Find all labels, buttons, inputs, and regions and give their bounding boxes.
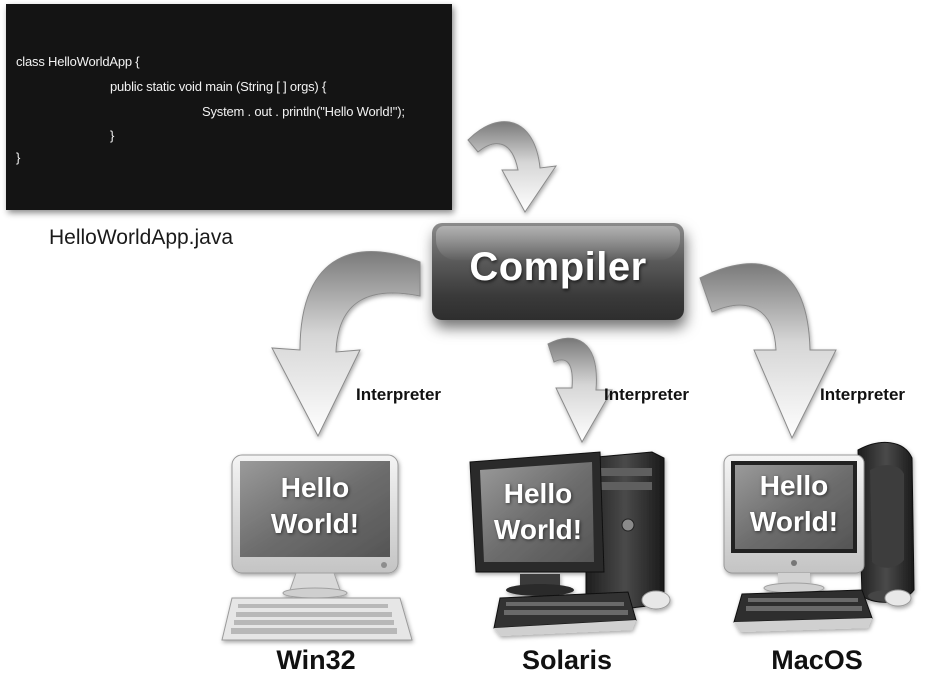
win32-screen-text: Hello World!: [240, 470, 390, 542]
screen-line-2: World!: [749, 506, 839, 537]
curved-arrow-icon: [467, 121, 558, 213]
compiler-shine: [436, 226, 680, 260]
compiler-box: Compiler: [432, 223, 684, 320]
win32-computer: [221, 454, 413, 641]
solaris-computer: [469, 451, 671, 636]
screen-line-2: World!: [270, 508, 360, 539]
platform-label-win32: Win32: [276, 645, 356, 675]
code-line-5: }: [16, 150, 21, 165]
screen-line-2: World!: [493, 514, 583, 545]
curved-arrow-icon: [271, 251, 421, 438]
code-line-4: }: [110, 128, 115, 143]
code-line-3: System . out . println("Hello World!");: [202, 104, 405, 119]
curved-arrow-icon: [699, 263, 837, 440]
curved-arrow-icon: [547, 337, 613, 444]
macos-screen-text: Hello World!: [735, 468, 853, 540]
mouse-icon: [884, 589, 912, 607]
platform-label-macos: MacOS: [771, 645, 863, 675]
solaris-screen-text: Hello World!: [482, 476, 594, 548]
screen-line-1: Hello: [759, 470, 829, 501]
source-filename: HelloWorldApp.java: [49, 226, 234, 249]
platform-label-solaris: Solaris: [521, 645, 613, 675]
interpreter-label-macos: Interpreter: [820, 385, 906, 404]
screen-line-1: Hello: [280, 472, 350, 503]
code-line-2: public static void main (String [ ] orgs…: [110, 79, 327, 94]
interpreter-label-win32: Interpreter: [356, 385, 442, 404]
mouse-icon: [641, 590, 671, 610]
macos-computer: [723, 441, 915, 632]
compiler-label: Compiler: [469, 245, 647, 289]
interpreter-label-solaris: Interpreter: [604, 385, 690, 404]
screen-line-1: Hello: [503, 478, 573, 509]
code-line-1: class HelloWorldApp {: [16, 54, 140, 69]
source-code-panel: class HelloWorldApp { public static void…: [6, 4, 452, 210]
